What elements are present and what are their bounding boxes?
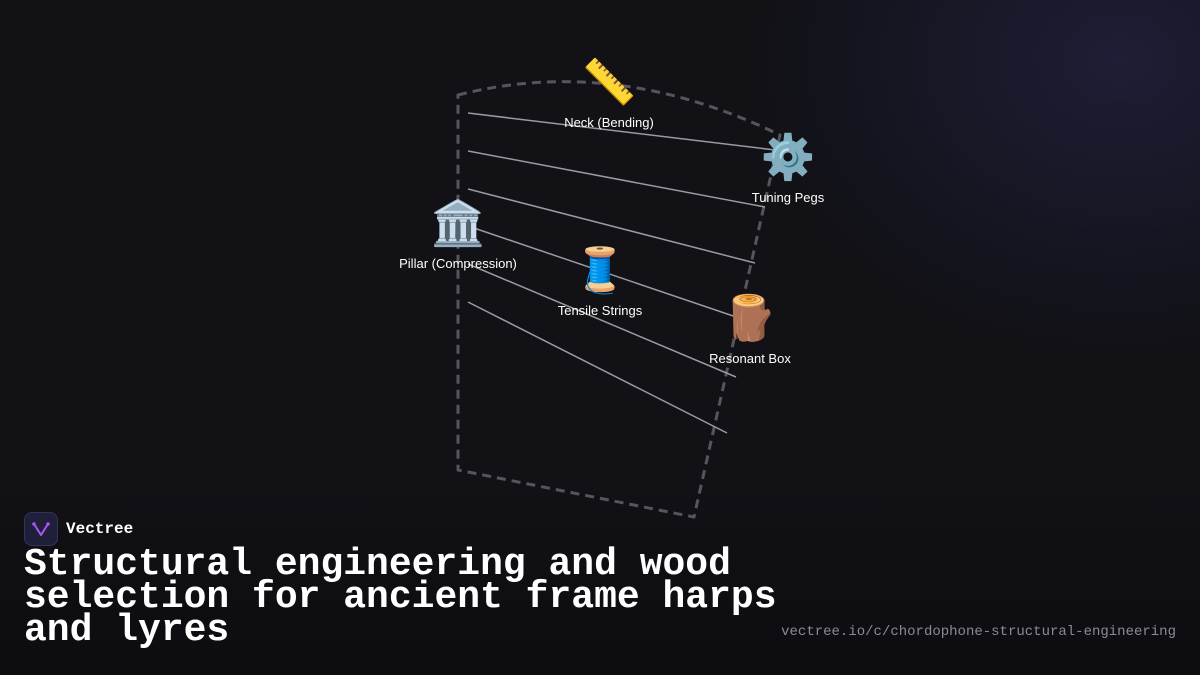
- page-url[interactable]: vectree.io/c/chordophone-structural-engi…: [781, 624, 1176, 640]
- node-label-neck: Neck (Bending): [564, 115, 654, 130]
- thread-spool-icon: 🧵: [573, 245, 628, 296]
- node-pillar: 🏛️ Pillar (Compression): [399, 198, 517, 271]
- vectree-logo-icon: [24, 512, 58, 546]
- harp-string: [467, 263, 737, 378]
- node-tensile-strings: 🧵 Tensile Strings: [558, 245, 643, 318]
- harp-frame-outline: [456, 80, 782, 519]
- harp-string: [467, 150, 766, 208]
- harp-string: [467, 112, 776, 151]
- ruler-icon: 📏: [582, 57, 637, 108]
- brand: Vectree: [24, 512, 133, 546]
- node-resonant-box: 🪵 Resonant Box: [709, 293, 791, 366]
- classical-building-icon: 🏛️: [431, 198, 486, 249]
- harp-string: [467, 188, 756, 264]
- node-label-resonant-box: Resonant Box: [709, 351, 791, 366]
- wood-log-icon: 🪵: [723, 293, 778, 344]
- harp-string: [467, 301, 728, 434]
- node-label-tensile-strings: Tensile Strings: [558, 303, 643, 318]
- page-title: Structural engineering and wood selectio…: [24, 543, 777, 652]
- gear-icon: ⚙️: [761, 132, 816, 183]
- node-label-pillar: Pillar (Compression): [399, 256, 517, 271]
- node-neck: 📏 Neck (Bending): [564, 57, 654, 130]
- node-label-tuning-pegs: Tuning Pegs: [752, 190, 825, 205]
- brand-name: Vectree: [66, 520, 134, 538]
- harp-strings: [467, 112, 776, 434]
- node-tuning-pegs: ⚙️ Tuning Pegs: [752, 132, 825, 205]
- harp-string: [467, 225, 746, 321]
